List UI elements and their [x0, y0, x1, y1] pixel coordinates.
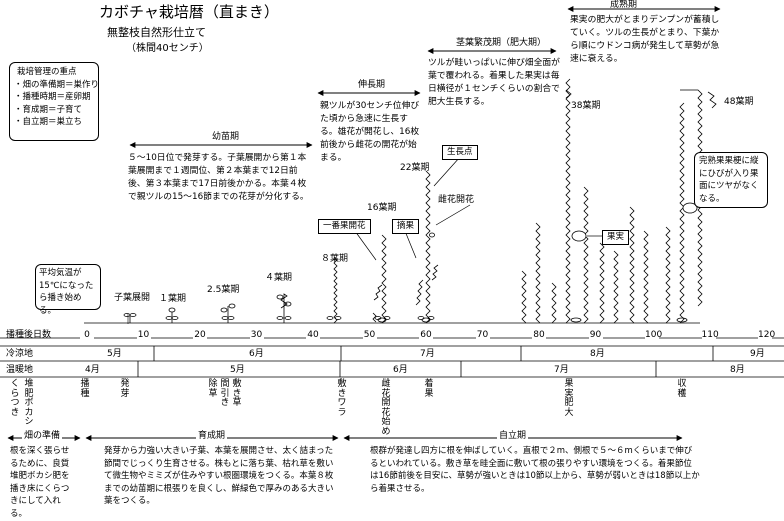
task-mulch-straw: 敷きワラ: [337, 379, 347, 418]
callout-fruit: 果実: [602, 230, 630, 245]
fruit-ellipse-2: [682, 202, 698, 214]
axis-tick-label: 0: [80, 330, 94, 341]
plant-leaf16: [372, 234, 391, 324]
stage-leaf16: 16葉期: [367, 203, 397, 213]
stage-cotyledon: 子葉展開: [114, 293, 151, 303]
page-title: カボチャ栽培暦（直まき）: [99, 3, 279, 21]
task-germination: 発芽: [120, 379, 130, 399]
callout-pick-fruit: 摘果: [392, 219, 420, 234]
plant-leaf25: [220, 303, 236, 323]
plant-leaf4: [276, 293, 292, 323]
plant-leaf8: [326, 256, 342, 324]
callout-growth-point: 生長点: [442, 145, 478, 160]
stage-leaf4: ４葉期: [265, 273, 293, 283]
temperature-note: 平均気温が15℃になったら播き始める。: [35, 264, 101, 316]
foliage-period-text: ツルが畦いっぱいに伸び畑全面が葉で覆われる。着果した果実は毎日横径が１センチくら…: [428, 58, 560, 107]
task-compost: 堆肥ボカシ: [24, 379, 34, 427]
cold-region-label: 冷涼地: [6, 349, 34, 359]
cold-month: 7月: [420, 349, 435, 359]
warm-month: 5月: [230, 365, 245, 375]
seedling-period-text: ５～10日位で発芽する。子葉展開から第１本葉展開まで１週間位、第２本葉まで12日…: [128, 153, 309, 202]
axis-tick-label: 110: [701, 330, 719, 341]
axis-tick-label: 120: [758, 330, 776, 341]
axis-tick-label: 80: [532, 330, 546, 341]
growth-period-label: 育成期: [196, 431, 228, 442]
task-fruit-setting: 着果: [424, 379, 434, 399]
spacing-note: （株間40センチ）: [126, 43, 209, 54]
cold-month: 6月: [249, 349, 264, 359]
cold-month: 8月: [590, 349, 605, 359]
vine-period-text: 親ツルが30センチ位伸びた頃から急速に生長する。雄花が開花し、16枚前後から雌花…: [320, 101, 420, 163]
task-harvest: 収穫: [677, 379, 687, 399]
subtitle: 無整枝自然形仕立て: [107, 26, 206, 39]
task-fruit-enlargement: 果実肥大: [564, 379, 574, 418]
task-female-flower-start: 雌花開花始め: [381, 379, 391, 437]
stage-leaf2-5: 2.5葉期: [207, 285, 240, 295]
prep-period-text: 根を深く張らせるために、良質堆肥ボカシ肥を播き床にくらつきにして入れる。: [10, 446, 70, 519]
plant-leaf22: [415, 170, 439, 324]
key-points-box: 栽培管理の重点 ・畑の準備期＝巣作り ・播種時期＝産卵期 ・育成期＝子育て ・自…: [9, 62, 99, 141]
axis-tick-label: 50: [362, 330, 377, 341]
warm-month: 7月: [554, 365, 569, 375]
key-points-heading: 栽培管理の重点: [17, 67, 77, 77]
warm-month: 4月: [85, 365, 100, 375]
callout-mature-fruit: 完熟果果梗に縦にひびが入り果面にツヤがなくなる。: [694, 152, 768, 208]
axis-label: 播種後日数: [6, 330, 52, 340]
axis-tick-label: 70: [475, 330, 490, 341]
ripening-period-text: 果実の肥大がとまりデンプンが蓄積していく。ツルの生長がとまり、下葉から順にウドン…: [570, 15, 720, 64]
callout-first-flower: 一番果開花: [318, 219, 371, 234]
fruit-ellipse-1: [571, 230, 587, 242]
stage-leaf1: １葉期: [159, 294, 187, 304]
key-point-item: ・播種時期＝産卵期: [14, 92, 91, 102]
task-weeding: 除草: [208, 379, 218, 399]
task-sowing: 播種: [80, 379, 90, 399]
cold-month: 5月: [107, 349, 122, 359]
key-point-item: ・自立期＝巣立ち: [14, 117, 83, 127]
axis-tick-label: 30: [249, 330, 264, 341]
root-marks: [377, 317, 688, 323]
axis-tick-label: 100: [645, 330, 663, 341]
cold-month: 9月: [750, 349, 765, 359]
prep-period-label: 畑の準備: [22, 431, 63, 442]
stage-leaf38: 38葉期: [571, 101, 601, 111]
task-mulch-grass: 敷き草: [232, 379, 242, 408]
month-dividers: [137, 346, 714, 377]
task-kuratsuki: くらつき: [10, 379, 20, 418]
stage-leaf8: ８葉期: [321, 254, 349, 264]
ripening-period-label: 成熟期: [610, 0, 638, 10]
plant-leaf1: [165, 307, 179, 323]
key-point-item: ・畑の準備期＝巣作り: [14, 79, 100, 90]
axis-tick-label: 90: [588, 330, 603, 341]
independence-period-text: 根群が発達し四方に根を伸ばしていく。直根で２m、側根で５～６mくらいまで伸びると…: [370, 446, 700, 494]
stage-leaf48: 48葉期: [724, 97, 754, 107]
seedling-period-label: 幼苗期: [212, 132, 240, 142]
key-point-item: ・育成期＝子育て: [14, 104, 83, 115]
axis-tick-label: 60: [419, 330, 433, 341]
plant-cotyledon: [123, 313, 137, 323]
axis-tick-label: 20: [193, 330, 207, 341]
warm-month: 8月: [730, 365, 745, 375]
task-thinning: 間引き: [220, 379, 230, 408]
axis-tick-label: 40: [306, 330, 320, 341]
warm-month: 6月: [393, 365, 408, 375]
axis-tick-label: 10: [136, 330, 151, 341]
stage-leaf22: 22葉期: [400, 163, 430, 173]
warm-region-label: 温暖地: [6, 365, 34, 375]
independence-period-label: 自立期: [497, 431, 529, 442]
vine-period-label: 伸長期: [358, 80, 386, 90]
foliage-period-label: 茎葉繁茂期（肥大期）: [456, 38, 547, 48]
callout-female-flower: 雌花開花: [438, 195, 475, 205]
growth-period-text: 発芽から力強い大きい子葉、本葉を展開させ、太く詰まった節間でじっくり生育させる。…: [104, 446, 334, 506]
plant-leaf38-vines: [521, 78, 619, 324]
